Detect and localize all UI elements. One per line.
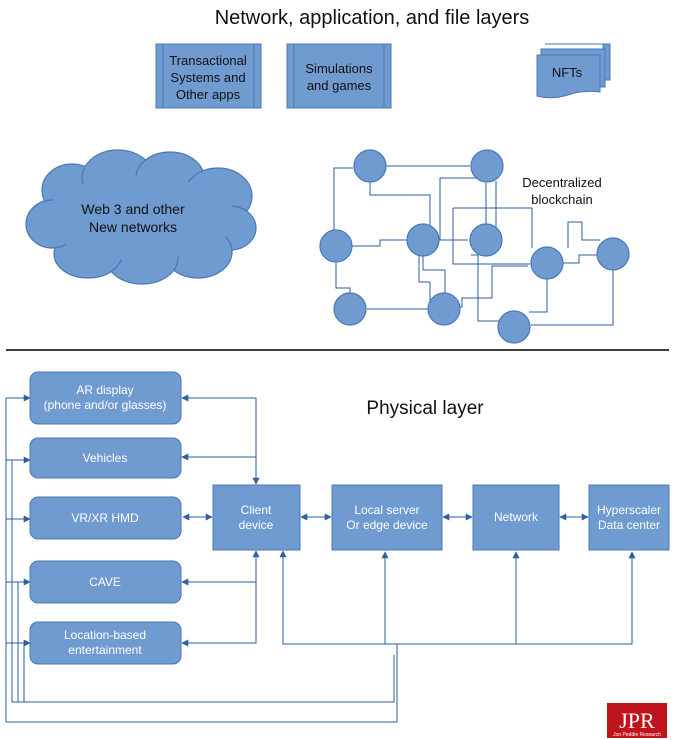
physical-layer-title: Physical layer	[366, 398, 484, 419]
client-device-box: Client device	[212, 484, 301, 551]
transactional-systems-box: Transactional Systems and Other apps	[155, 43, 262, 109]
simulations-games-box: Simulations and games	[286, 43, 392, 109]
ar-line-2: (phone and/or glasses)	[44, 398, 167, 412]
nfts-label: NFTs	[552, 65, 583, 80]
lbe-line-1: Location-based	[64, 628, 146, 642]
blockchain-node	[353, 149, 387, 183]
client-line-2: device	[239, 518, 274, 532]
vr-label: VR/XR HMD	[71, 511, 139, 525]
top-layer-title: Network, application, and file layers	[215, 7, 530, 29]
ar-display-box: AR display (phone and/or glasses)	[29, 371, 182, 425]
logo-mark: JPR	[619, 708, 655, 733]
logo-tagline: Jon Peddie Research	[613, 732, 661, 738]
decentralized-blockchain: Decentralized blockchain	[319, 149, 630, 344]
cloud-line-1: Web 3 and other	[81, 201, 185, 217]
blockchain-node	[596, 237, 630, 271]
transactional-line-3: Other apps	[176, 87, 241, 102]
nfts-documents: NFTs	[536, 43, 611, 99]
cave-label: CAVE	[89, 575, 121, 589]
cloud-line-2: New networks	[89, 219, 177, 235]
ar-line-1: AR display	[76, 383, 133, 397]
local-line-1: Local server	[354, 503, 419, 517]
vr-xr-hmd-box: VR/XR HMD	[29, 496, 182, 540]
local-line-2: Or edge device	[346, 518, 428, 532]
hyperscaler-box: Hyperscaler Data center	[588, 484, 670, 551]
jpr-logo: JPR Jon Peddie Research	[607, 703, 667, 738]
blockchain-node	[497, 310, 531, 344]
hyperscaler-line-2: Data center	[598, 518, 660, 532]
local-server-box: Local server Or edge device	[331, 484, 443, 551]
blockchain-node	[469, 223, 503, 257]
blockchain-node	[470, 149, 504, 183]
cave-box: CAVE	[29, 560, 182, 604]
lbe-line-2: entertainment	[68, 643, 142, 657]
blockchain-label-line-1: Decentralized	[522, 175, 602, 190]
blockchain-node	[530, 246, 564, 280]
transactional-line-1: Transactional	[169, 53, 247, 68]
network-label: Network	[494, 510, 539, 524]
blockchain-node	[427, 292, 461, 326]
client-line-1: Client	[241, 503, 272, 517]
simulations-line-1: Simulations	[305, 61, 373, 76]
blockchain-node	[319, 229, 353, 263]
physical-connectors	[5, 394, 636, 723]
vehicles-box: Vehicles	[29, 437, 182, 479]
location-based-entertainment-box: Location-based entertainment	[29, 621, 182, 665]
transactional-line-2: Systems and	[170, 70, 245, 85]
blockchain-label-line-2: blockchain	[531, 192, 592, 207]
blockchain-node	[333, 292, 367, 326]
web3-cloud: Web 3 and other New networks	[25, 149, 257, 285]
hyperscaler-line-1: Hyperscaler	[597, 503, 661, 517]
vehicles-label: Vehicles	[83, 451, 128, 465]
network-box: Network	[472, 484, 560, 551]
simulations-line-2: and games	[307, 78, 372, 93]
blockchain-node	[406, 223, 440, 257]
